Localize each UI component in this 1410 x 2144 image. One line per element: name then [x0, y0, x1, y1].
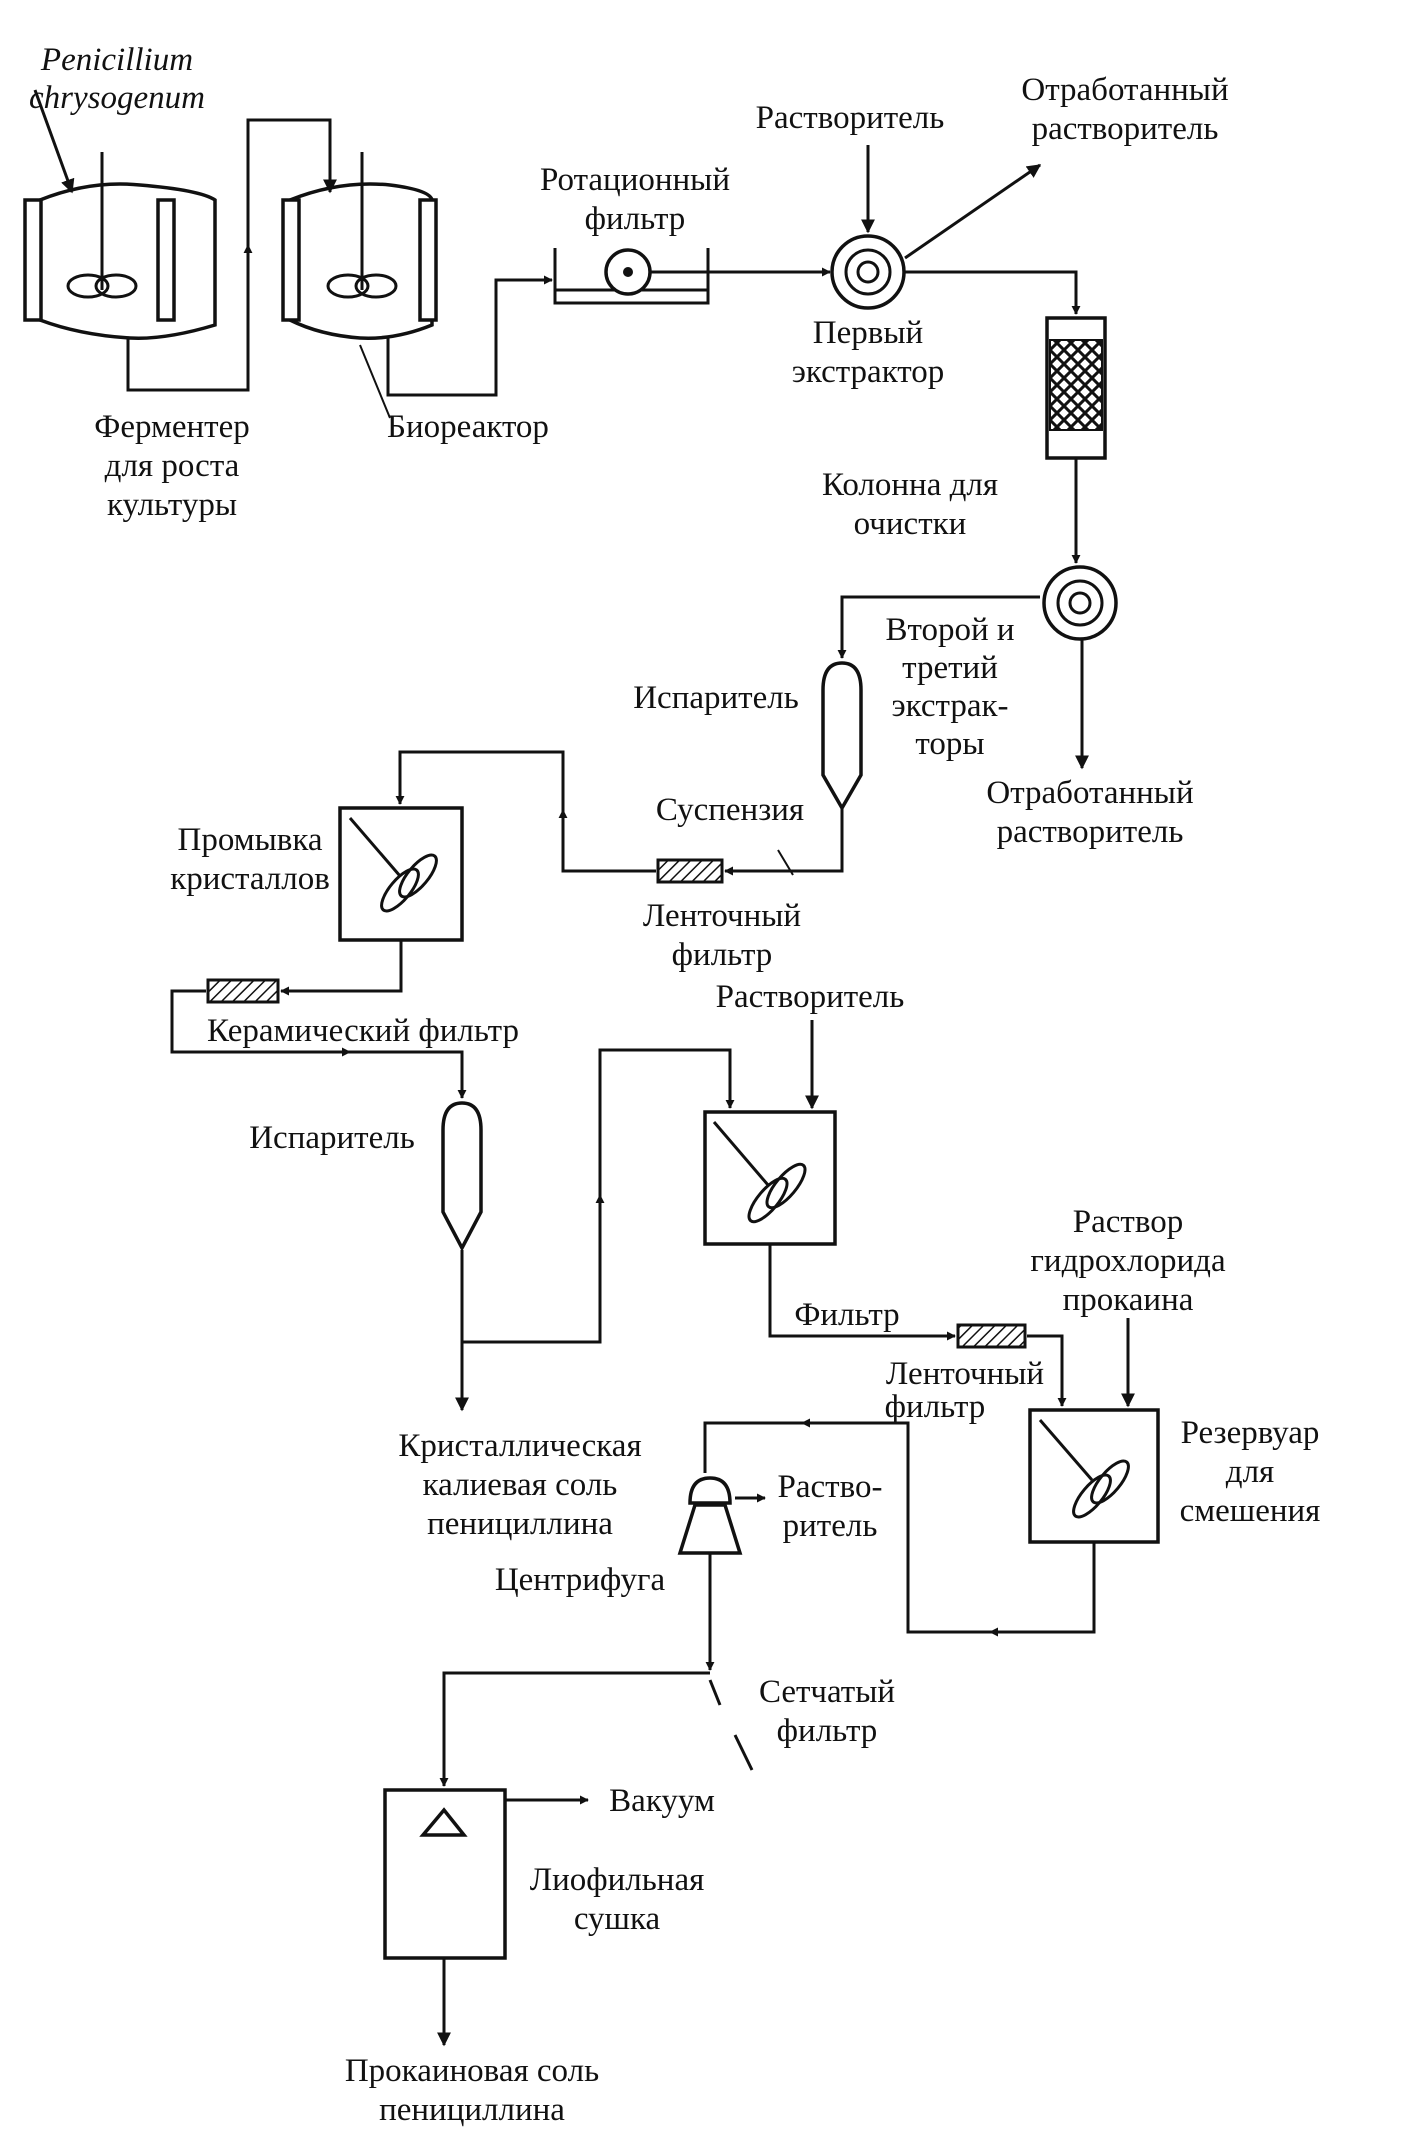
fermenter-label-2: для роста	[105, 448, 240, 484]
labels: Penicillium chrysogenum Ферментер для ро…	[29, 42, 1320, 2128]
fermenter	[23, 152, 217, 340]
belt-filter-1-label-2: фильтр	[672, 937, 773, 973]
ceramic-filter-label: Керамический фильтр	[207, 1013, 519, 1049]
column-label-2: очистки	[854, 506, 967, 542]
belt-filter-2-label-2: фильтр	[885, 1389, 986, 1425]
procaine-label-3: прокаина	[1063, 1282, 1194, 1318]
spent-solvent-top-label-1: Отработанный	[1021, 72, 1228, 108]
solvent-mid-label: Растворитель	[716, 979, 905, 1015]
belt-filter-2	[956, 1323, 1027, 1349]
freeze-dry-label-2: сушка	[574, 1901, 661, 1937]
solvent-top-label: Растворитель	[756, 100, 945, 136]
filter-label: Фильтр	[794, 1297, 899, 1333]
organism-label-1: Penicillium	[40, 42, 193, 78]
evaporator-2-label: Испаритель	[249, 1120, 415, 1156]
product-label-2: пенициллина	[379, 2092, 565, 2128]
mesh-filter-label-1: Сетчатый	[759, 1674, 895, 1710]
mix-tank-label-2: для	[1226, 1454, 1274, 1490]
column-label-1: Колонна для	[822, 467, 998, 503]
evaporator-2	[441, 1101, 483, 1252]
mix-tank-label-1: Резервуар	[1181, 1415, 1320, 1451]
fermenter-label-3: культуры	[107, 487, 237, 523]
evaporator-1	[821, 661, 863, 812]
rotary-filter-label-1: Ротационный	[540, 162, 730, 198]
vacuum-label: Вакуум	[609, 1783, 715, 1819]
ceramic-filter	[206, 978, 280, 1004]
evaporator-1-label: Испаритель	[633, 680, 799, 716]
fermenter-label-1: Ферментер	[94, 409, 249, 445]
second-third-extractors	[1042, 565, 1118, 641]
belt-filter-2-label-1: Ленточный	[886, 1356, 1044, 1392]
mesh-filter-label-2: фильтр	[777, 1713, 878, 1749]
second-extractors-label-4: торы	[915, 726, 984, 762]
second-extractors-label-3: экстрак-	[891, 688, 1008, 724]
k-salt-label-3: пенициллина	[427, 1506, 613, 1542]
flow-lines	[33, 89, 1135, 2047]
bioreactor-label: Биореактор	[387, 409, 549, 445]
product-label-1: Прокаиновая соль	[345, 2053, 599, 2089]
crystal-wash-label-1: Промывка	[177, 822, 322, 858]
k-salt-label-2: калиевая соль	[423, 1467, 618, 1503]
first-extractor-label-2: экстрактор	[792, 354, 945, 390]
spent-solvent-mid-label-2: растворитель	[997, 814, 1184, 850]
freeze-dry-label-1: Лиофильная	[530, 1862, 705, 1898]
mixing-tank	[1028, 1408, 1160, 1544]
second-extractors-label-2: третий	[902, 650, 998, 686]
centrifuge-label: Центрифуга	[495, 1562, 666, 1598]
belt-filter-1	[656, 858, 724, 884]
rotary-filter	[553, 248, 710, 305]
crystal-wash-label-2: кристаллов	[170, 861, 330, 897]
centrifuge-solvent-label-2: ритель	[783, 1508, 878, 1544]
rotary-filter-label-2: фильтр	[585, 201, 686, 237]
mix-tank-label-3: смешения	[1180, 1493, 1321, 1529]
first-extractor-label-1: Первый	[813, 315, 923, 351]
dissolution-tank	[703, 1110, 837, 1246]
procaine-label-2: гидрохлорида	[1030, 1243, 1226, 1279]
bioreactor	[281, 152, 438, 340]
purification-column	[1045, 316, 1107, 460]
freeze-dryer	[383, 1788, 507, 1960]
spent-solvent-top-label-2: растворитель	[1032, 111, 1219, 147]
k-salt-label-1: Кристаллическая	[398, 1428, 641, 1464]
suspension-label: Суспензия	[656, 792, 804, 828]
centrifuge	[677, 1476, 743, 1555]
procaine-label-1: Раствор	[1073, 1204, 1183, 1240]
belt-filter-1-label-1: Ленточный	[643, 898, 801, 934]
organism-label-2: chrysogenum	[29, 80, 205, 116]
centrifuge-solvent-label-1: Раство-	[778, 1469, 883, 1505]
mesh-filter	[708, 1679, 754, 1771]
first-extractor	[830, 234, 906, 310]
crystal-wash-tank	[338, 806, 464, 942]
bioreactor-pointer	[359, 344, 391, 419]
spent-solvent-mid-label-1: Отработанный	[986, 775, 1193, 811]
second-extractors-label-1: Второй и	[885, 612, 1014, 648]
